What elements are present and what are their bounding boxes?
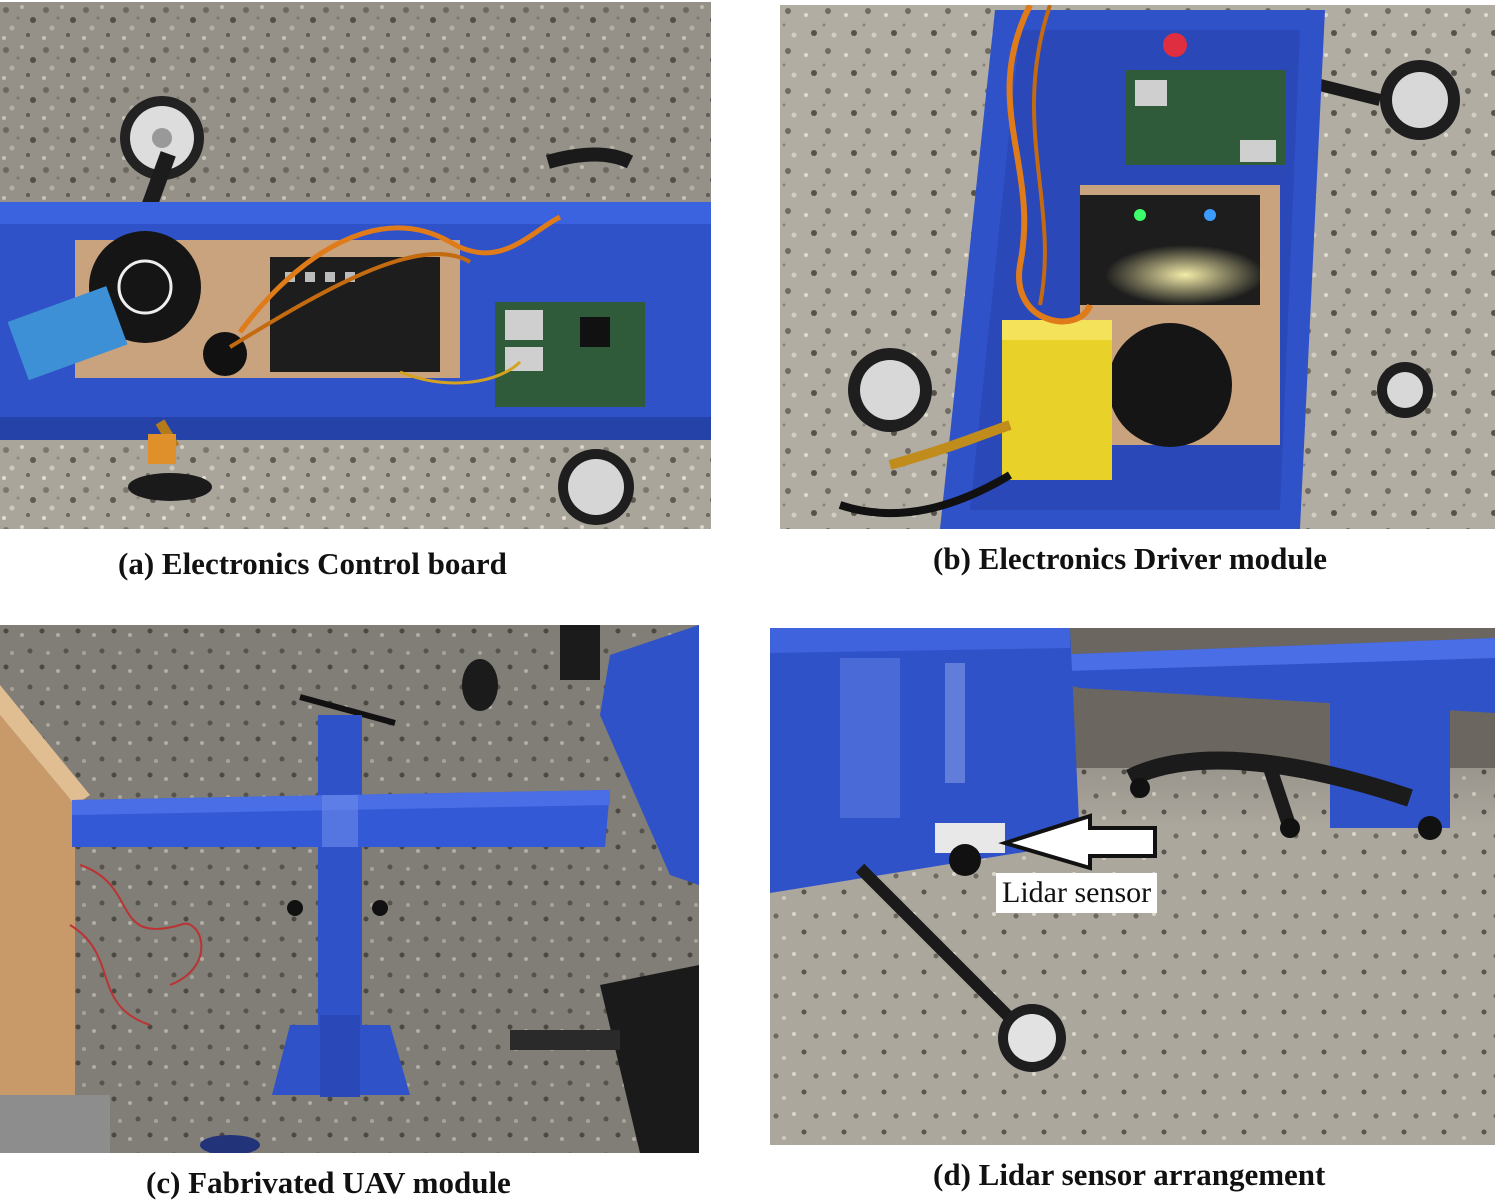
- lidar-sensor-label: Lidar sensor: [996, 873, 1158, 913]
- photo-fabricated-uav-module: [0, 625, 699, 1153]
- caption-panel-a: (a) Electronics Control board: [118, 546, 507, 581]
- photo-electronics-control-board: [0, 2, 711, 529]
- photo-lidar-sensor-arrangement: Lidar sensor: [770, 628, 1495, 1145]
- photo-electronics-driver-module: [780, 5, 1495, 529]
- caption-panel-b: (b) Electronics Driver module: [933, 541, 1328, 576]
- caption-panel-d: (d) Lidar sensor arrangement: [933, 1157, 1326, 1192]
- caption-panel-c: (c) Fabrivated UAV module: [146, 1165, 511, 1200]
